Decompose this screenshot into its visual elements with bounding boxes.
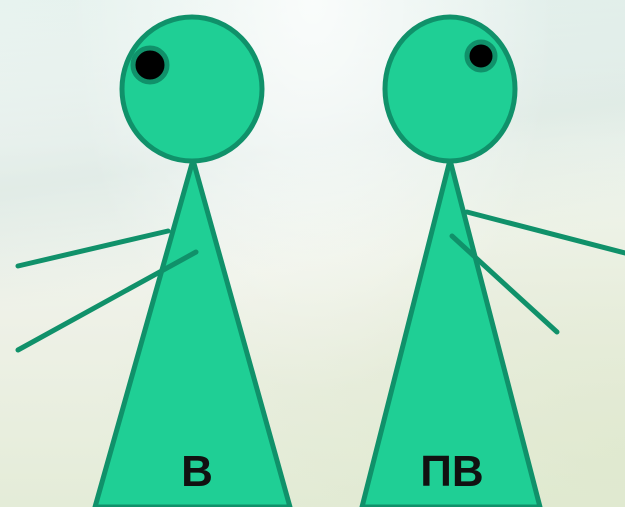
figure-right-body — [359, 157, 543, 507]
figure-left-head — [119, 14, 265, 164]
figure-right-eye — [464, 39, 498, 73]
figure-right-head — [382, 14, 518, 164]
figure-left: В — [15, 14, 293, 507]
figure-right-label: ПВ — [420, 447, 483, 496]
figure-right-arm-lower — [449, 233, 560, 335]
figure-left-arm-lower — [15, 249, 199, 353]
figure-left-arm-upper — [15, 228, 171, 269]
figure-right: ПВ — [359, 14, 625, 507]
figure-right-arm-upper — [464, 209, 625, 256]
figure-left-label: В — [181, 447, 213, 496]
figure-left-eye — [130, 45, 170, 85]
figure-left-body — [92, 157, 293, 507]
